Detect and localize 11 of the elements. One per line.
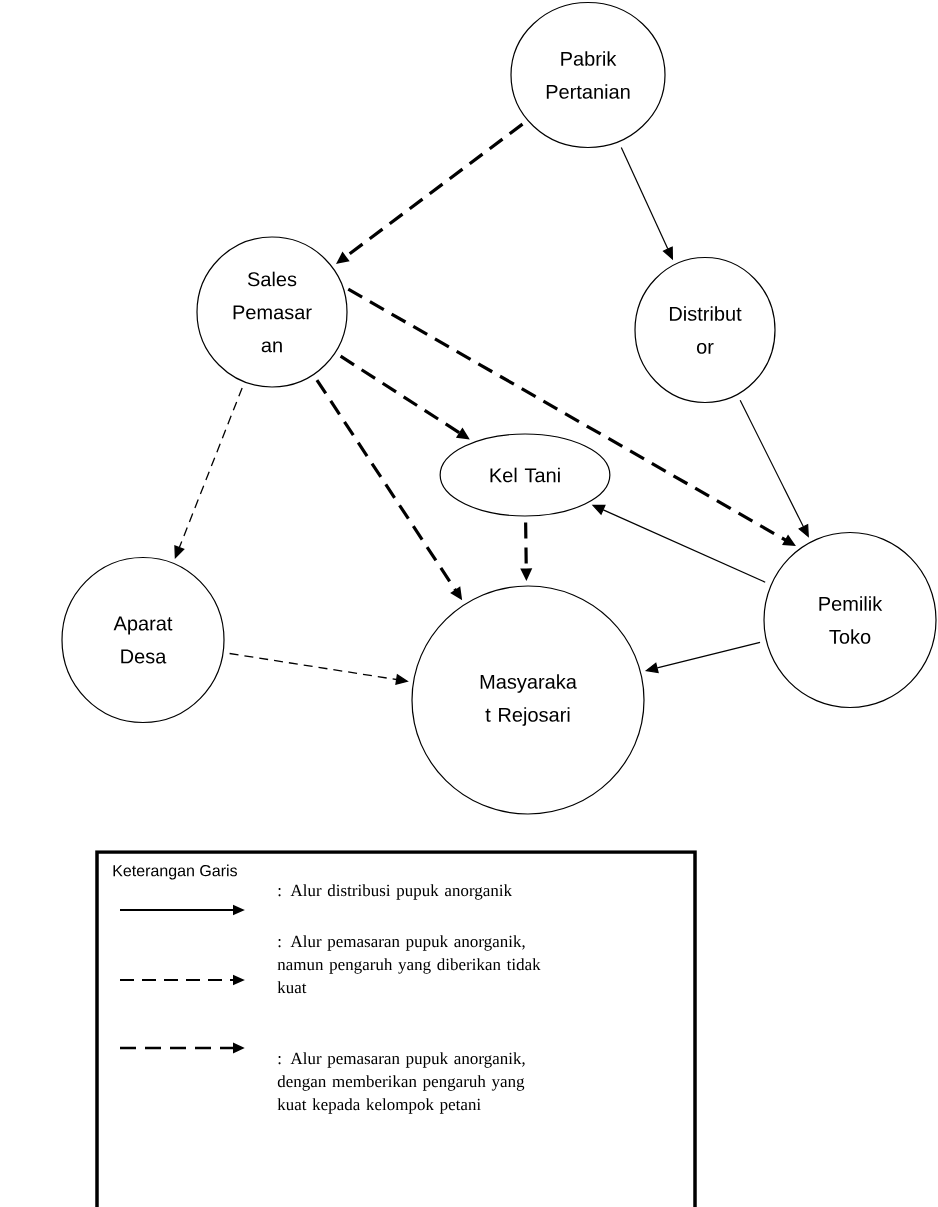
legend-title: Keterangan Garis bbox=[113, 864, 237, 880]
legend-item: : Alur pemasaran pupuk anorganik, dengan memberikan pengaruh yang kuat kepada kelompok petani bbox=[120, 1042, 525, 1114]
circle-node: Distribut or bbox=[634, 256, 776, 404]
legend-item: : Alur pemasaran pupuk anorganik, namun pengaruh yang diberikan tidak kuat bbox=[119, 935, 541, 994]
circle-node: Pemilik Toko bbox=[763, 531, 937, 709]
circle-node: Masyaraka t Rejosari bbox=[411, 585, 645, 815]
circle-node: Sales Pemasar an bbox=[196, 236, 348, 388]
circle-node: Kel Tani bbox=[439, 433, 611, 517]
circle-node: Aparat Desa bbox=[61, 556, 225, 724]
circle-node: Pabrik Pertanian bbox=[510, 1, 666, 149]
arrow bbox=[739, 399, 809, 538]
